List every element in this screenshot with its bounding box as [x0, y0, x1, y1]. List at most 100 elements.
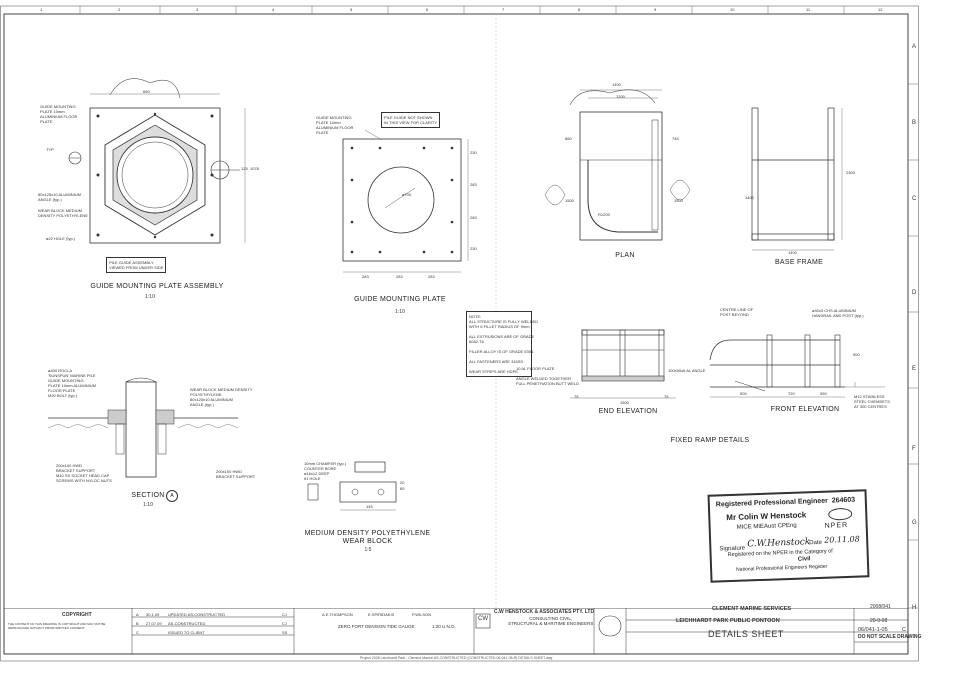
nper-logo-icon — [828, 507, 853, 521]
revision-date: 27.07.09 — [146, 621, 162, 626]
drawn-name: E.SPIRIDAKIS — [368, 612, 395, 617]
sheet-title: DETAILS SHEET — [708, 629, 784, 639]
plate-dim-bottom: 283 — [396, 274, 403, 279]
plan-title: PLAN — [615, 252, 635, 259]
plate-dim-bottom: 283 — [428, 274, 435, 279]
assembly-note-wear: WEAR BLOCK MEDIUM DENSITY POLYETHYLENE — [38, 208, 88, 218]
plan-dim-top: 1400 — [612, 82, 621, 87]
assembly-note-angle: 80x125x10 ALUMINIUM ANGLE (typ.) — [38, 192, 81, 202]
section-marker: A — [166, 490, 178, 502]
end-elevation-note-angle: 100x50x6 AL ANGLE — [668, 368, 706, 373]
revision-rev: B — [136, 621, 139, 626]
grid-letter: E — [912, 366, 917, 372]
plate-dim-right: 230 — [470, 246, 477, 251]
grid-number: 2 — [118, 7, 121, 12]
plate-box-note: PILE GUIDE NOT SHOWN IN THIS VIEW FOR CL… — [381, 112, 441, 128]
assembly-note-plate: GUIDE MOUNTING PLATE 10mm ALUMINIUM FLOO… — [40, 104, 78, 124]
wear-block-title: MEDIUM DENSITY POLYETHYLENE WEAR BLOCK — [304, 530, 431, 545]
revision-by: CJ — [282, 621, 287, 626]
drawn-name: P.WILSON — [412, 612, 432, 617]
grid-number: 8 — [578, 7, 581, 12]
end-elevation-dim: 75 — [574, 394, 579, 399]
stamp-date-label: Date — [809, 539, 823, 547]
end-elevation-dim: 75 — [664, 394, 669, 399]
stamp-quals: MICE MIEAust CPEng — [736, 522, 797, 531]
assembly-box-note: PILE GUIDE ASSEMBLY VIEWED FROM UNDER SI… — [106, 257, 167, 273]
general-notes: NOTE: ALL STRUCTURE IS FULLY WELDED WITH… — [466, 311, 538, 377]
grid-number: 9 — [654, 7, 657, 12]
job-number: 2008/041 — [870, 604, 891, 610]
stamp-line1: Registered Professional Engineer — [715, 497, 828, 509]
wear-block-drawing — [307, 461, 397, 511]
revision-by: CJ — [282, 612, 287, 617]
base-frame-dim: 1400 — [788, 250, 797, 255]
front-elevation-dim: 900 — [853, 352, 860, 357]
section-notes-bottom-right: 200x100 HWD BRACKET SUPPORT — [216, 469, 256, 479]
revision-letter: C — [902, 627, 906, 633]
copyright-title: COPYRIGHT — [62, 612, 92, 618]
plan-dim-top: 1200 — [616, 94, 625, 99]
grid-letter: A — [912, 44, 917, 50]
section-marker-label: A — [170, 493, 174, 499]
plan-dim-side: 860 — [565, 136, 572, 141]
assembly-drawing — [68, 78, 246, 244]
engineer-stamp: Registered Professional Engineer 264603 … — [707, 489, 870, 583]
company-name: C.W HENSTOCK & ASSOCIATES PTY. LTD — [494, 609, 595, 615]
plate-dim-dia: ø700 — [402, 192, 412, 197]
drawn-name: A.E.THOMPSON — [322, 612, 353, 617]
assembly-dim-top: 650 — [143, 89, 150, 94]
grid-number: 10 — [730, 7, 735, 12]
assembly-dim-a: 125 — [241, 166, 248, 171]
front-elevation-title: FRONT ELEVATION — [770, 406, 840, 413]
section-drawing — [48, 377, 239, 478]
front-elevation-dim: 720 — [788, 391, 795, 396]
grid-letter: G — [912, 520, 917, 526]
project-name: LEICHHARDT PARK PUBLIC PONTOON — [676, 618, 780, 624]
base-frame-drawing — [751, 107, 843, 251]
do-not-scale: DO NOT SCALE DRAWING — [858, 634, 922, 640]
grid-number: 1 — [40, 7, 43, 12]
plan-dim-side: 1500 — [674, 198, 683, 203]
assembly-dim-b: 1078 — [250, 166, 259, 171]
revision-desc: ISSUED TO CLIENT — [168, 630, 205, 635]
front-elevation-notes: CENTRE LINE OF POST BEYOND — [720, 307, 754, 317]
base-frame-dim: 1400 — [745, 195, 754, 200]
plate-dim-right: 283 — [470, 182, 477, 187]
title-block-frame — [4, 608, 908, 654]
assembly-scale: 1:10 — [145, 294, 155, 300]
front-elevation-dim: 550 — [820, 391, 827, 396]
grid-letter: C — [912, 196, 917, 202]
wear-block-notes: 10mm CHAMFER (typ.) COUNTER BORE ø16x12 … — [304, 461, 347, 481]
client-name: CLEMENT MARINE SERVICES — [712, 606, 792, 612]
plan-dim-side: 1500 — [565, 198, 574, 203]
section-title: SECTION — [131, 492, 165, 499]
fixed-ramp-title: FIXED RAMP DETAILS — [670, 437, 750, 444]
stamp-logo: NPER — [824, 521, 849, 530]
stamp-category: Civil — [797, 556, 811, 563]
grid-letter: B — [912, 120, 917, 126]
section-notes-right: WEAR BLOCK MEDIUM DENSITY POLYETHYLENE 8… — [190, 387, 253, 407]
revision-rev: C — [136, 630, 139, 635]
stamp-number: 264603 — [831, 496, 856, 505]
front-elevation-dim: 500 — [740, 391, 747, 396]
plate-note-plate: GUIDE MOUNTING PLATE 10mm ALUMINIUM FLOO… — [316, 115, 354, 135]
front-elevation-note-anchor: M12 STAINLESS STEEL CHEMSETS AT 300 CENT… — [854, 394, 890, 409]
stamp-register: National Professional Engineers Register — [736, 563, 828, 573]
front-elevation-drawing — [709, 334, 885, 398]
plan-drawing — [544, 89, 691, 241]
section-notes-left: ø400 ROCLA 'SUNSPUN' MARINE PILE GUIDE M… — [48, 368, 96, 398]
wear-block-dim: 65 — [400, 486, 405, 491]
section-scale: 1:10 — [143, 502, 153, 508]
stamp-date: 20.11.08 — [824, 534, 860, 545]
end-elevation-title: END ELEVATION — [598, 408, 658, 415]
plate-dim-right: 230 — [470, 150, 477, 155]
section-notes-bottom-left: 200x100 HWD BRACKET SUPPORT M10 SS SOCKE… — [56, 463, 112, 483]
drawing-date: 20-9-08 — [870, 618, 888, 624]
revision-rev: A — [136, 612, 139, 617]
plan-dim-side: 745 — [672, 136, 679, 141]
wear-block-scale: 1:5 — [364, 547, 372, 553]
plate-title: GUIDE MOUNTING PLATE — [354, 296, 446, 303]
plate-dim-bottom: 283 — [362, 274, 369, 279]
base-frame-dim: 2300 — [846, 170, 855, 175]
